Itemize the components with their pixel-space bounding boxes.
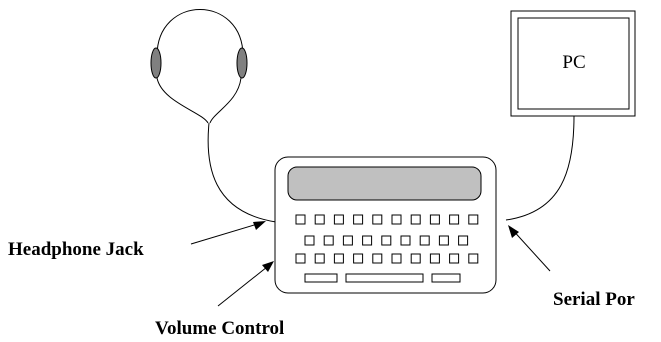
keyboard-key — [323, 235, 334, 246]
device-keyboard — [295, 214, 479, 264]
keyboard-key — [372, 214, 383, 225]
keyboard-key — [333, 214, 344, 225]
keyboard-key — [353, 253, 364, 264]
keyboard-key — [468, 214, 479, 225]
left-earcup — [150, 47, 162, 79]
keyboard-key — [342, 235, 353, 246]
keyboard-key — [410, 214, 421, 225]
keyboard-key — [333, 253, 344, 264]
serial-cable — [505, 115, 575, 221]
device-display — [287, 166, 482, 201]
keyboard-key — [372, 253, 383, 264]
headphone-jack-arrow — [190, 221, 266, 245]
keyboard-key — [391, 253, 402, 264]
keyboard-key — [458, 235, 469, 246]
left-wire — [156, 77, 209, 124]
keyboard-key — [429, 253, 440, 264]
keyboard-key — [381, 235, 392, 246]
keyboard-key — [438, 235, 449, 246]
keyboard-key — [468, 253, 479, 264]
keyboard-key — [362, 235, 373, 246]
keyboard-key — [449, 253, 460, 264]
serial-port-arrow — [508, 225, 551, 272]
headband — [156, 9, 244, 57]
pc-label: PC — [562, 52, 585, 73]
headphone-jack-label: Headphone Jack — [8, 239, 144, 260]
volume-control-label: Volume Control — [155, 318, 284, 339]
keyboard-key — [410, 253, 421, 264]
keyboard-key — [295, 214, 306, 225]
keyboard-key — [400, 235, 411, 246]
left-key — [304, 273, 338, 283]
keyboard-key — [419, 235, 430, 246]
monitor-screen — [517, 17, 630, 110]
serial-port-label: Serial Por — [553, 289, 635, 310]
right-wire — [209, 77, 242, 124]
keyboard-key — [353, 214, 364, 225]
volume-control-arrow — [217, 261, 274, 307]
right-earcup — [236, 47, 248, 79]
keyboard-key — [449, 214, 460, 225]
handheld-device-icon — [274, 156, 497, 294]
headphone-cable — [207, 122, 277, 223]
space-key — [345, 273, 424, 283]
headphones-icon — [150, 9, 248, 124]
keyboard-key — [314, 253, 325, 264]
keyboard-key — [295, 253, 306, 264]
keyboard-key — [314, 214, 325, 225]
right-key — [431, 273, 461, 283]
computer-monitor-icon: PC — [510, 10, 636, 117]
keyboard-key — [429, 214, 440, 225]
keyboard-key — [391, 214, 402, 225]
keyboard-key — [304, 235, 315, 246]
